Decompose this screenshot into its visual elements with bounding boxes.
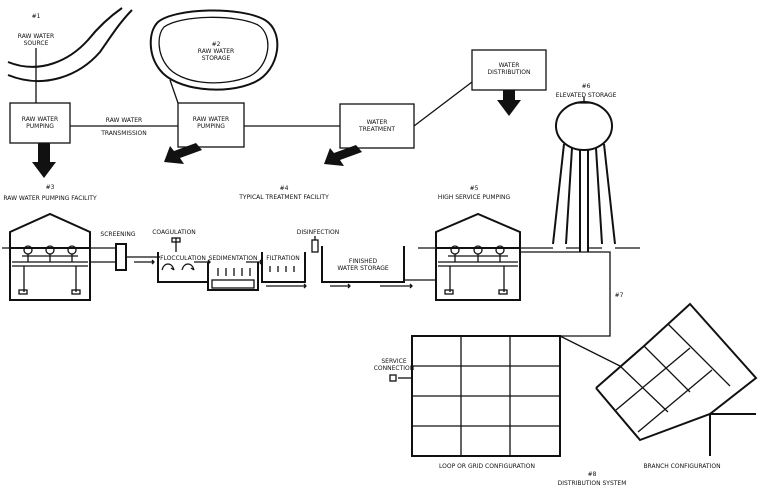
facility-4-number: #4 bbox=[280, 185, 289, 192]
elevated-storage-tower bbox=[552, 97, 616, 252]
transmission-label-2: TRANSMISSION bbox=[100, 130, 147, 137]
loop-grid-configuration bbox=[411, 335, 561, 457]
service-connection-label-2: CONNECTION bbox=[374, 365, 415, 372]
flocculation-label: FLOCCULATION bbox=[160, 255, 206, 262]
branch-config-label: BRANCH CONFIGURATION bbox=[643, 463, 720, 470]
high-service-pumping-facility bbox=[435, 212, 521, 301]
sedimentation-label: SEDIMENTATION bbox=[209, 255, 258, 262]
raw-water-storage-reservoir bbox=[149, 9, 279, 91]
distribution-system-label: DISTRIBUTION SYSTEM bbox=[558, 480, 627, 487]
treatment-label-1: WATER bbox=[367, 119, 388, 126]
raw-source-label-1: RAW WATER bbox=[18, 33, 54, 40]
treatment-label-2: TREATMENT bbox=[358, 126, 395, 133]
facility-5-title: HIGH SERVICE PUMPING bbox=[438, 194, 511, 201]
pipe-number: #7 bbox=[615, 292, 624, 299]
elevated-number: #6 bbox=[582, 83, 591, 90]
raw-pumping-label-2: PUMPING bbox=[26, 123, 54, 130]
water-treatment-box bbox=[339, 103, 415, 149]
typical-treatment-facility bbox=[115, 236, 436, 291]
elevated-label: ELEVATED STORAGE bbox=[556, 92, 617, 99]
finished-storage-label-2: WATER STORAGE bbox=[337, 265, 389, 272]
transmission-label-1: RAW WATER bbox=[106, 117, 142, 124]
distribution-system-number: #8 bbox=[588, 471, 597, 478]
finished-storage-label-1: FINISHED bbox=[349, 258, 378, 265]
raw-water-pumping-facility bbox=[9, 212, 116, 301]
raw-storage-label-1: RAW WATER bbox=[198, 48, 234, 55]
raw-source-number: #1 bbox=[32, 13, 41, 20]
raw-storage-number: #2 bbox=[212, 41, 221, 48]
screening-label: SCREENING bbox=[100, 231, 135, 238]
facility-3-number: #3 bbox=[46, 184, 55, 191]
facility-5-number: #5 bbox=[470, 185, 479, 192]
raw-source-label-2: SOURCE bbox=[24, 40, 49, 47]
raw-pumping-label-1: RAW WATER bbox=[22, 116, 58, 123]
storage-pumping-label-1: RAW WATER bbox=[193, 116, 229, 123]
distribution-label-1: WATER bbox=[499, 62, 520, 69]
arrow-down-left-icon bbox=[164, 143, 202, 164]
raw-water-pumping-box bbox=[9, 102, 71, 144]
raw-storage-label-2: STORAGE bbox=[202, 55, 231, 62]
coagulation-label: COAGULATION bbox=[152, 229, 196, 236]
storage-pumping-box bbox=[177, 102, 245, 148]
disinfection-label: DISINFECTION bbox=[297, 229, 340, 236]
filtration-label: FILTRATION bbox=[266, 255, 300, 262]
service-connection bbox=[389, 374, 412, 382]
distribution-label-2: DISTRIBUTION bbox=[488, 69, 531, 76]
arrow-down-left-icon bbox=[324, 145, 362, 166]
facility-4-title: TYPICAL TREATMENT FACILITY bbox=[238, 194, 329, 201]
storage-pumping-label-2: PUMPING bbox=[197, 123, 225, 130]
transmission-main bbox=[520, 251, 611, 337]
loop-config-label: LOOP OR GRID CONFIGURATION bbox=[439, 463, 535, 470]
service-connection-label-1: SERVICE bbox=[381, 358, 407, 365]
branch-configuration bbox=[559, 302, 758, 456]
arrow-down-icon bbox=[32, 143, 56, 178]
arrow-down-icon bbox=[497, 90, 521, 116]
pointer-arrows bbox=[32, 90, 521, 178]
facility-3-title: RAW WATER PUMPING FACILITY bbox=[3, 195, 97, 202]
